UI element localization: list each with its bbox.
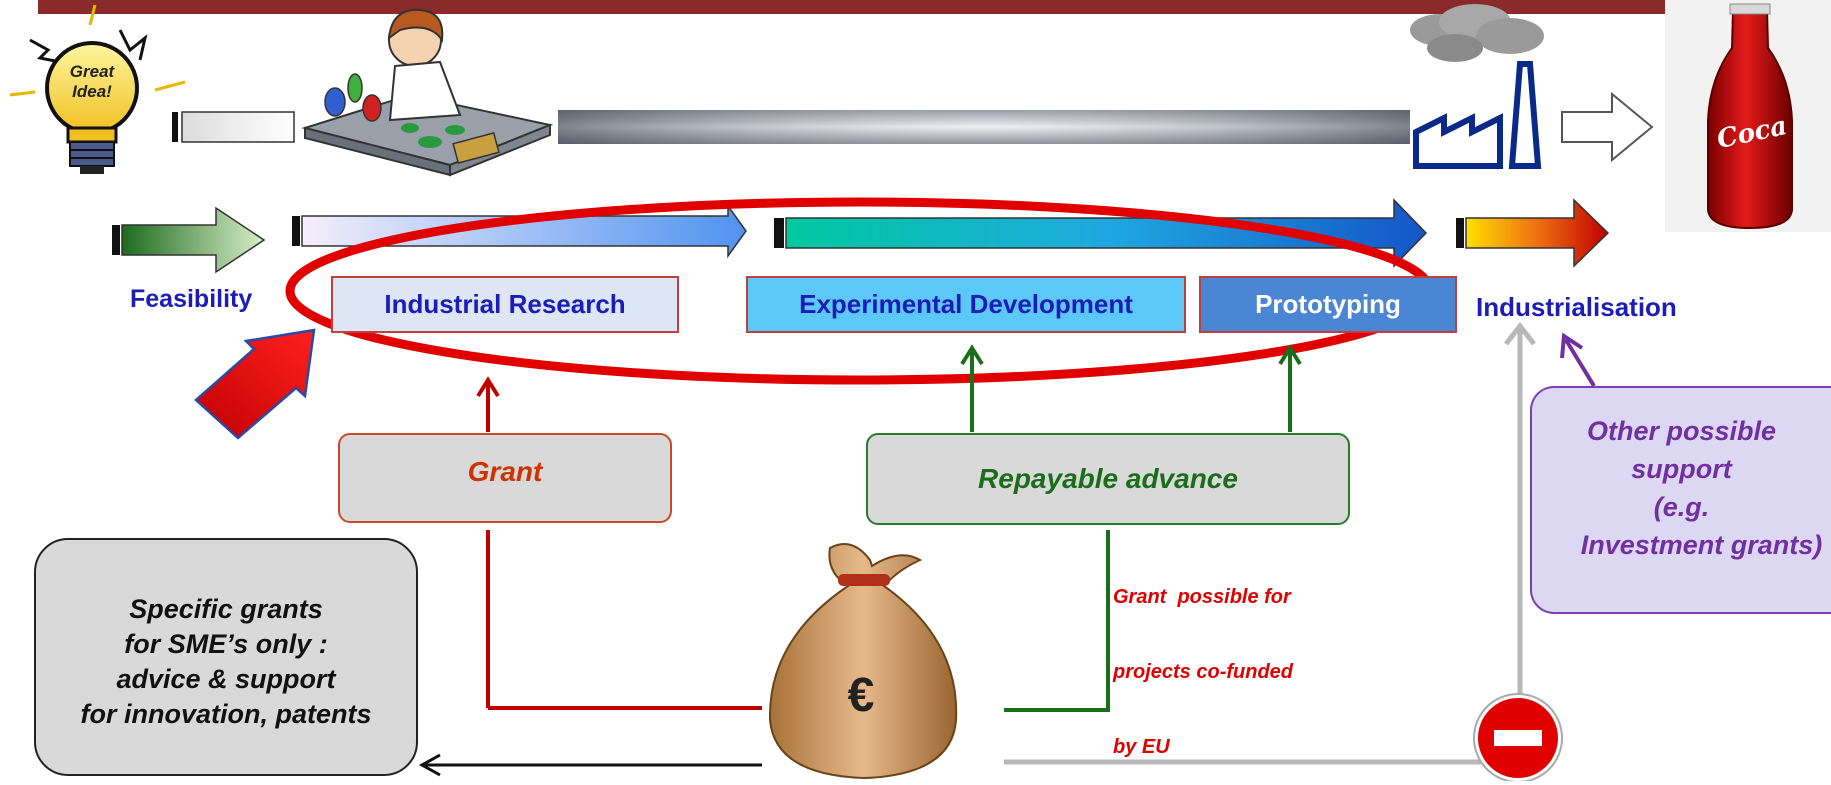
grant-possible-note-line-1: Grant possible for [1113,586,1291,608]
sme-grants-line-2: for SME’s only : [124,629,328,659]
bulb-text-line-2: Idea! [72,82,112,101]
sme-grants-line-3: advice & support [116,664,336,694]
repayable-advance-box: Repayable advance [866,433,1350,525]
other-support-line-3: (e.g. [1653,492,1710,522]
top-end-arrow [1561,91,1654,163]
sme-grants-line-1: Specific grants [129,594,323,624]
stage-industrialisation-label: Industrialisation [1476,292,1677,322]
grant-connector [476,376,762,710]
other-support-line-1: Other possible [1586,416,1777,446]
bulb-text: Great Idea! [66,62,118,102]
money-bag-icon [768,543,958,780]
no-entry-sign-icon [1473,693,1563,781]
lab-scientist-illustration [301,8,554,177]
experimental-development-arrow [774,198,1428,268]
header-band [38,0,1828,14]
factory-icon [1410,4,1544,169]
sme-grants-box: Specific grants for SME’s only : advice … [34,538,418,776]
top-left-arrow [172,111,295,143]
other-support-connector [1560,332,1596,388]
other-support-line-2: support [1631,454,1732,484]
industrialisation-arrow [1456,198,1610,268]
repayable-advance-label: Repayable advance [978,463,1238,494]
sme-connector [418,753,762,777]
coca-cola-bottle-icon [1665,0,1831,232]
stage-feasibility-label: Feasibility [130,285,253,313]
top-main-arrow [558,110,1410,144]
grant-possible-note: Grant possible for projects co-funded by… [1113,535,1293,785]
grant-box: Grant [338,433,672,523]
bulb-text-line-1: Great [69,62,115,81]
other-support-line-4: Investment grants) [1580,530,1823,560]
stage-experimental-development-label: Experimental Development [799,289,1133,319]
advance-connector [960,344,1302,712]
stage-experimental-development-box: Experimental Development [746,276,1186,333]
sme-grants-line-4: for innovation, patents [80,699,372,729]
grant-label: Grant [467,456,543,487]
stage-industrial-research-box: Industrial Research [331,276,679,333]
stage-industrial-research-label: Industrial Research [384,289,626,319]
euro-symbol: € [847,669,875,722]
feasibility-arrow [112,206,266,274]
grant-possible-note-line-3: by EU [1113,736,1170,758]
grant-possible-note-line-2: projects co-funded [1113,661,1294,683]
stage-prototyping-label: Prototyping [1255,289,1401,319]
pointer-arrow [194,328,316,440]
idea-lightbulb-icon [9,4,186,174]
other-support-box: Other possible support (e.g. Investment … [1530,386,1831,614]
stage-prototyping-box: Prototyping [1199,276,1457,333]
